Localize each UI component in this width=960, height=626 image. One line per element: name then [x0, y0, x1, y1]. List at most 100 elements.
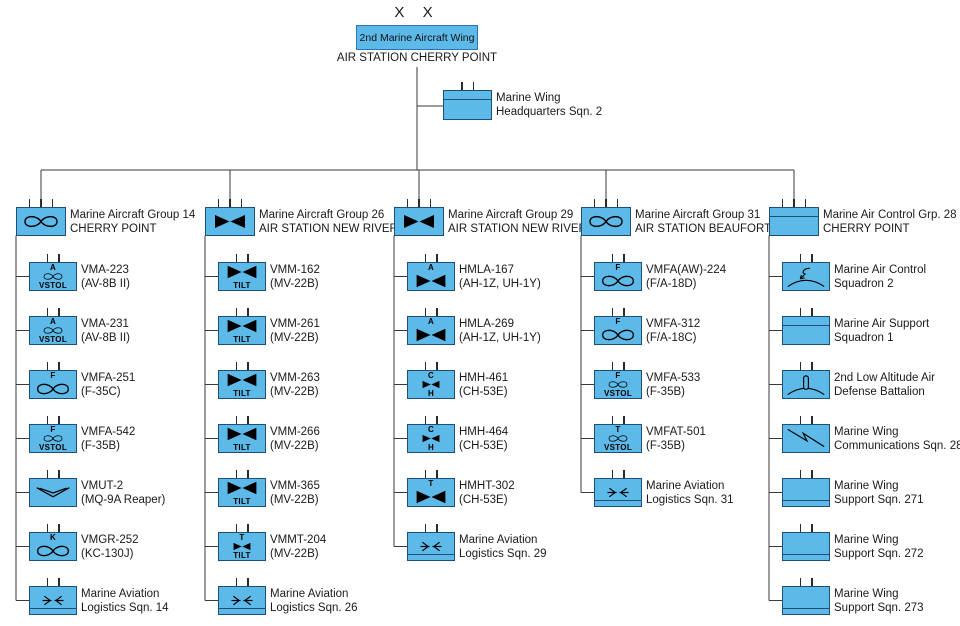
- tiltrotor-icon: [227, 481, 257, 495]
- wing-echelon: X X: [394, 4, 440, 21]
- fixed-wing-aircraft-icon: [43, 273, 63, 280]
- echelon-tick-marks: [407, 524, 455, 532]
- air-defense-icon: [787, 375, 825, 396]
- unit-box-hmla-167-ah-1z-uh-1y: A: [407, 262, 455, 291]
- group-label-marine-aircraft-group-29-line1: Marine Aircraft Group 29: [448, 208, 574, 221]
- hq-bar-icon: [783, 325, 829, 326]
- echelon-tick-marks: [782, 308, 830, 316]
- unit-label-vmut-2-line2: (MQ-9A Reaper): [81, 493, 166, 506]
- modifier-letter-top: F: [615, 263, 621, 272]
- group-box-marine-aircraft-group-29-air-station-new-river: [394, 207, 444, 236]
- unit-label-vmm-162: VMM-162(MV-22B): [270, 263, 320, 292]
- unit-label-vmfa-312-line1: VMFA-312: [646, 317, 701, 330]
- hq-squadron-label-line2: Headquarters Sqn. 2: [496, 106, 603, 119]
- unit-label-hmla-269: HMLA-269(AH-1Z, UH-1Y): [459, 317, 541, 346]
- modifier-letter-top: A: [49, 317, 57, 326]
- unit-box-marine-aviation-logistics-sqn-31: [594, 478, 642, 507]
- unit-label-hmla-167-line1: HMLA-167: [459, 263, 514, 276]
- modifier-letter-top: F: [50, 371, 56, 380]
- unit-label-marine-wing-line1: Marine Wing: [834, 533, 899, 546]
- unit-label-marine-wing-line1: Marine Wing: [834, 479, 899, 492]
- unit-box-vmfa-312-f-a-18c: F: [594, 316, 642, 345]
- group-label-marine-aircraft-group-26-line1: Marine Aircraft Group 26: [259, 208, 385, 221]
- unit-label-marine-aviation-line1: Marine Aviation: [459, 533, 538, 546]
- unit-label-vmfa-251-line2: (F-35C): [81, 385, 121, 398]
- unit-label-hmht-302-line1: HMHT-302: [459, 479, 515, 492]
- unit-label-vmfa-aw-224-line2: (F/A-18D): [646, 277, 697, 290]
- group-box-marine-aircraft-group-26-air-station-new-river: [205, 207, 255, 236]
- group-label-marine-aircraft-group-14-line1: Marine Aircraft Group 14: [70, 208, 196, 221]
- group-label-marine-air-control-grp-28-line2: CHERRY POINT: [823, 222, 910, 235]
- modifier-letter-top: C: [427, 371, 435, 380]
- unit-label-hmla-269-line2: (AH-1Z, UH-1Y): [459, 331, 541, 344]
- unit-label-vmmt-204-line1: VMMT-204: [270, 533, 327, 546]
- modifier-label-bottom: TILT: [233, 335, 251, 344]
- hq-bar-icon: [444, 99, 491, 100]
- modifier-letter-top: T: [239, 533, 245, 542]
- echelon-tick-marks: [218, 470, 266, 478]
- uav-icon: [36, 487, 70, 498]
- support-bar-icon: [595, 500, 641, 501]
- fixed-wing-aircraft-icon: [601, 329, 635, 341]
- unit-label-vmfa-533-line2: (F-35B): [646, 385, 685, 398]
- unit-box-marine-wing-communications-sqn-28: [782, 424, 830, 453]
- group-box-marine-air-control-grp-28-cherry-point: [769, 207, 819, 236]
- unit-label-marine-aviation-line2: Logistics Sqn. 29: [459, 547, 547, 560]
- modifier-label-bottom: TILT: [233, 281, 251, 290]
- group-label-marine-aircraft-group-26-line2: AIR STATION NEW RIVER: [259, 222, 398, 235]
- unit-label-vmfat-501-line2: (F-35B): [646, 439, 685, 452]
- echelon-tick-marks: [16, 199, 66, 207]
- fixed-wing-aircraft-icon: [589, 215, 623, 228]
- unit-label-hmh-464-line2: (CH-53E): [459, 439, 508, 452]
- unit-label-vmm-365-line2: (MV-22B): [270, 493, 319, 506]
- unit-label-hmh-464: HMH-464(CH-53E): [459, 425, 508, 454]
- echelon-tick-marks: [218, 254, 266, 262]
- unit-label-hmht-302: HMHT-302(CH-53E): [459, 479, 515, 508]
- unit-label-vmgr-252-line1: VMGR-252: [81, 533, 139, 546]
- unit-label-vmm-266-line1: VMM-266: [270, 425, 320, 438]
- modifier-letter-top: T: [428, 479, 434, 488]
- group-label-marine-aircraft-group-31-line2: AIR STATION BEAUFORT: [635, 222, 772, 235]
- fixed-wing-aircraft-icon: [601, 275, 635, 287]
- unit-box-vmm-266-mv-22b: TILT: [218, 424, 266, 453]
- unit-label-2nd-low-altitude-air-line1: 2nd Low Altitude Air: [834, 371, 936, 384]
- modifier-letter-top: F: [50, 425, 56, 434]
- echelon-tick-marks: [407, 416, 455, 424]
- modifier-label-bottom: TILT: [233, 443, 251, 452]
- unit-label-vmfat-501: VMFAT-501(F-35B): [646, 425, 706, 454]
- unit-box-marine-wing-support-sqn-271: [782, 478, 830, 507]
- rotary-wing-aircraft-icon: [215, 215, 245, 228]
- echelon-tick-marks: [29, 308, 77, 316]
- unit-label-vmmt-204: VMMT-204(MV-22B): [270, 533, 326, 562]
- echelon-tick-marks: [407, 254, 455, 262]
- unit-box-marine-wing-support-sqn-273: [782, 586, 830, 615]
- unit-label-vmfat-501-line1: VMFAT-501: [646, 425, 706, 438]
- modifier-label-bottom: TILT: [233, 389, 251, 398]
- group-label-marine-air-control-grp-28-line1: Marine Air Control Grp. 28: [823, 208, 957, 221]
- unit-label-vmfa-542-line2: (F-35B): [81, 439, 120, 452]
- echelon-tick-marks: [594, 470, 642, 478]
- unit-label-vmgr-252-line2: (KC-130J): [81, 547, 134, 560]
- unit-label-vmm-261: VMM-261(MV-22B): [270, 317, 320, 346]
- unit-label-vmm-162-line1: VMM-162: [270, 263, 320, 276]
- fixed-wing-aircraft-icon: [608, 381, 628, 388]
- echelon-tick-marks: [29, 362, 77, 370]
- unit-label-vmfa-542-line1: VMFA-542: [81, 425, 136, 438]
- echelon-tick-marks: [407, 470, 455, 478]
- modifier-label-bottom: TILT: [233, 551, 251, 560]
- unit-box-vmm-263-mv-22b: TILT: [218, 370, 266, 399]
